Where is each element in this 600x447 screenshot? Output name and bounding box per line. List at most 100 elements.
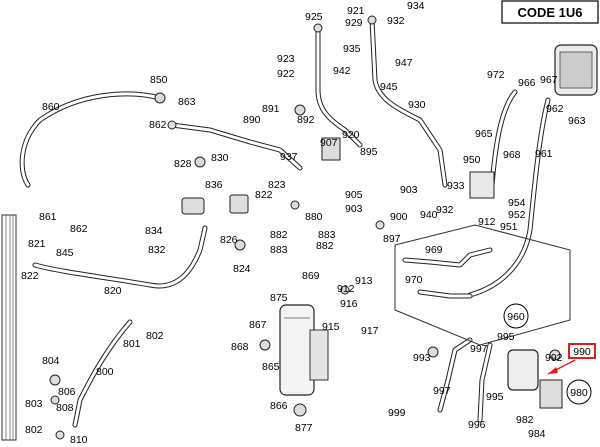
part-label-862: 862 [70,223,88,235]
part-label-950: 950 [463,154,481,166]
part-label-862: 862 [149,119,167,131]
part-label-937: 937 [280,151,298,163]
part-label-932: 932 [387,15,405,27]
code-box: CODE 1U6 [501,0,599,24]
part-label-972: 972 [487,69,505,81]
part-label-810: 810 [70,434,88,446]
part-label-903: 903 [400,184,418,196]
dryer-unit [507,349,563,409]
part-label-905: 905 [345,189,363,201]
part-label-860: 860 [42,101,60,113]
part-label-882: 882 [270,229,288,241]
part-label-800: 800 [96,366,114,378]
svg-text:960: 960 [507,311,525,323]
callout-circle-980: 980 [566,379,592,405]
part-label-806: 806 [58,386,76,398]
compressor [279,304,329,396]
receiver-950 [469,171,495,199]
part-label-822: 822 [255,189,273,201]
part-label-923: 923 [277,53,295,65]
part-label-929: 929 [345,17,363,29]
part-label-863: 863 [178,96,196,108]
part-label-915: 915 [322,321,340,333]
svg-text:980: 980 [570,387,588,399]
part-label-968: 968 [503,149,521,161]
part-label-875: 875 [270,292,288,304]
code-label: CODE 1U6 [517,5,582,20]
part-label-995: 995 [497,331,515,343]
part-label-961: 961 [535,148,553,160]
part-label-883: 883 [318,229,336,241]
part-label-932: 932 [436,204,454,216]
part-label-962: 962 [546,103,564,115]
part-label-823: 823 [268,179,286,191]
part-label-967: 967 [540,74,558,86]
callout-circle-960: 960 [503,303,529,329]
part-label-897: 897 [383,233,401,245]
part-label-970: 970 [405,274,423,286]
part-label-997: 997 [433,385,451,397]
part-label-883: 883 [270,244,288,256]
part-labels: 925 921 929 934 932 935 947 945 923 922 … [21,0,586,446]
part-label-880: 880 [305,211,323,223]
part-label-832: 832 [148,244,166,256]
part-label-917: 917 [361,325,379,337]
part-label-895: 895 [360,146,378,158]
part-label-836: 836 [205,179,223,191]
part-label-866: 866 [270,400,288,412]
part-label-995: 995 [486,391,504,403]
part-label-916: 916 [340,298,358,310]
part-label-801: 801 [123,338,141,350]
part-label-951: 951 [500,221,518,233]
part-label-912: 912 [337,283,355,295]
part-label-922: 922 [277,68,295,80]
part-label-913: 913 [355,275,373,287]
part-label-934: 934 [407,0,425,12]
part-label-969: 969 [425,244,443,256]
part-label-830: 830 [211,152,229,164]
condenser [1,214,17,441]
part-label-996: 996 [468,419,486,431]
part-label-933: 933 [447,180,465,192]
part-label-993: 993 [413,352,431,364]
part-label-869: 869 [302,270,320,282]
svg-text:990: 990 [573,346,591,358]
part-label-803: 803 [25,398,43,410]
part-label-907: 907 [320,137,338,149]
part-label-821: 821 [28,238,46,250]
evaporator-housing [554,44,598,96]
part-label-940: 940 [420,209,438,221]
part-label-963: 963 [568,115,586,127]
part-label-954: 954 [508,197,526,209]
part-label-824: 824 [233,263,251,275]
part-label-826: 826 [220,234,238,246]
part-label-903: 903 [345,203,363,215]
part-label-900: 900 [390,211,408,223]
part-label-912: 912 [478,216,496,228]
part-label-930: 930 [408,99,426,111]
highlight-990: 990 [547,343,596,375]
part-label-802: 802 [146,330,164,342]
part-label-865: 865 [262,361,280,373]
part-label-966: 966 [518,77,536,89]
part-label-882: 882 [316,240,334,252]
part-label-820: 820 [104,285,122,297]
part-label-892: 892 [297,114,315,126]
part-label-828: 828 [174,158,192,170]
part-label-992: 992 [545,352,563,364]
part-label-982: 982 [516,414,534,426]
part-label-822: 822 [21,270,39,282]
part-label-845: 845 [56,247,74,259]
part-label-984: 984 [528,428,546,440]
part-label-868: 868 [231,341,249,353]
part-label-861: 861 [39,211,57,223]
housing-outline [394,224,571,346]
part-label-890: 890 [243,114,261,126]
part-label-921: 921 [347,5,365,17]
part-label-808: 808 [56,402,74,414]
part-label-850: 850 [150,74,168,86]
part-label-877: 877 [295,422,313,434]
part-label-942: 942 [333,65,351,77]
